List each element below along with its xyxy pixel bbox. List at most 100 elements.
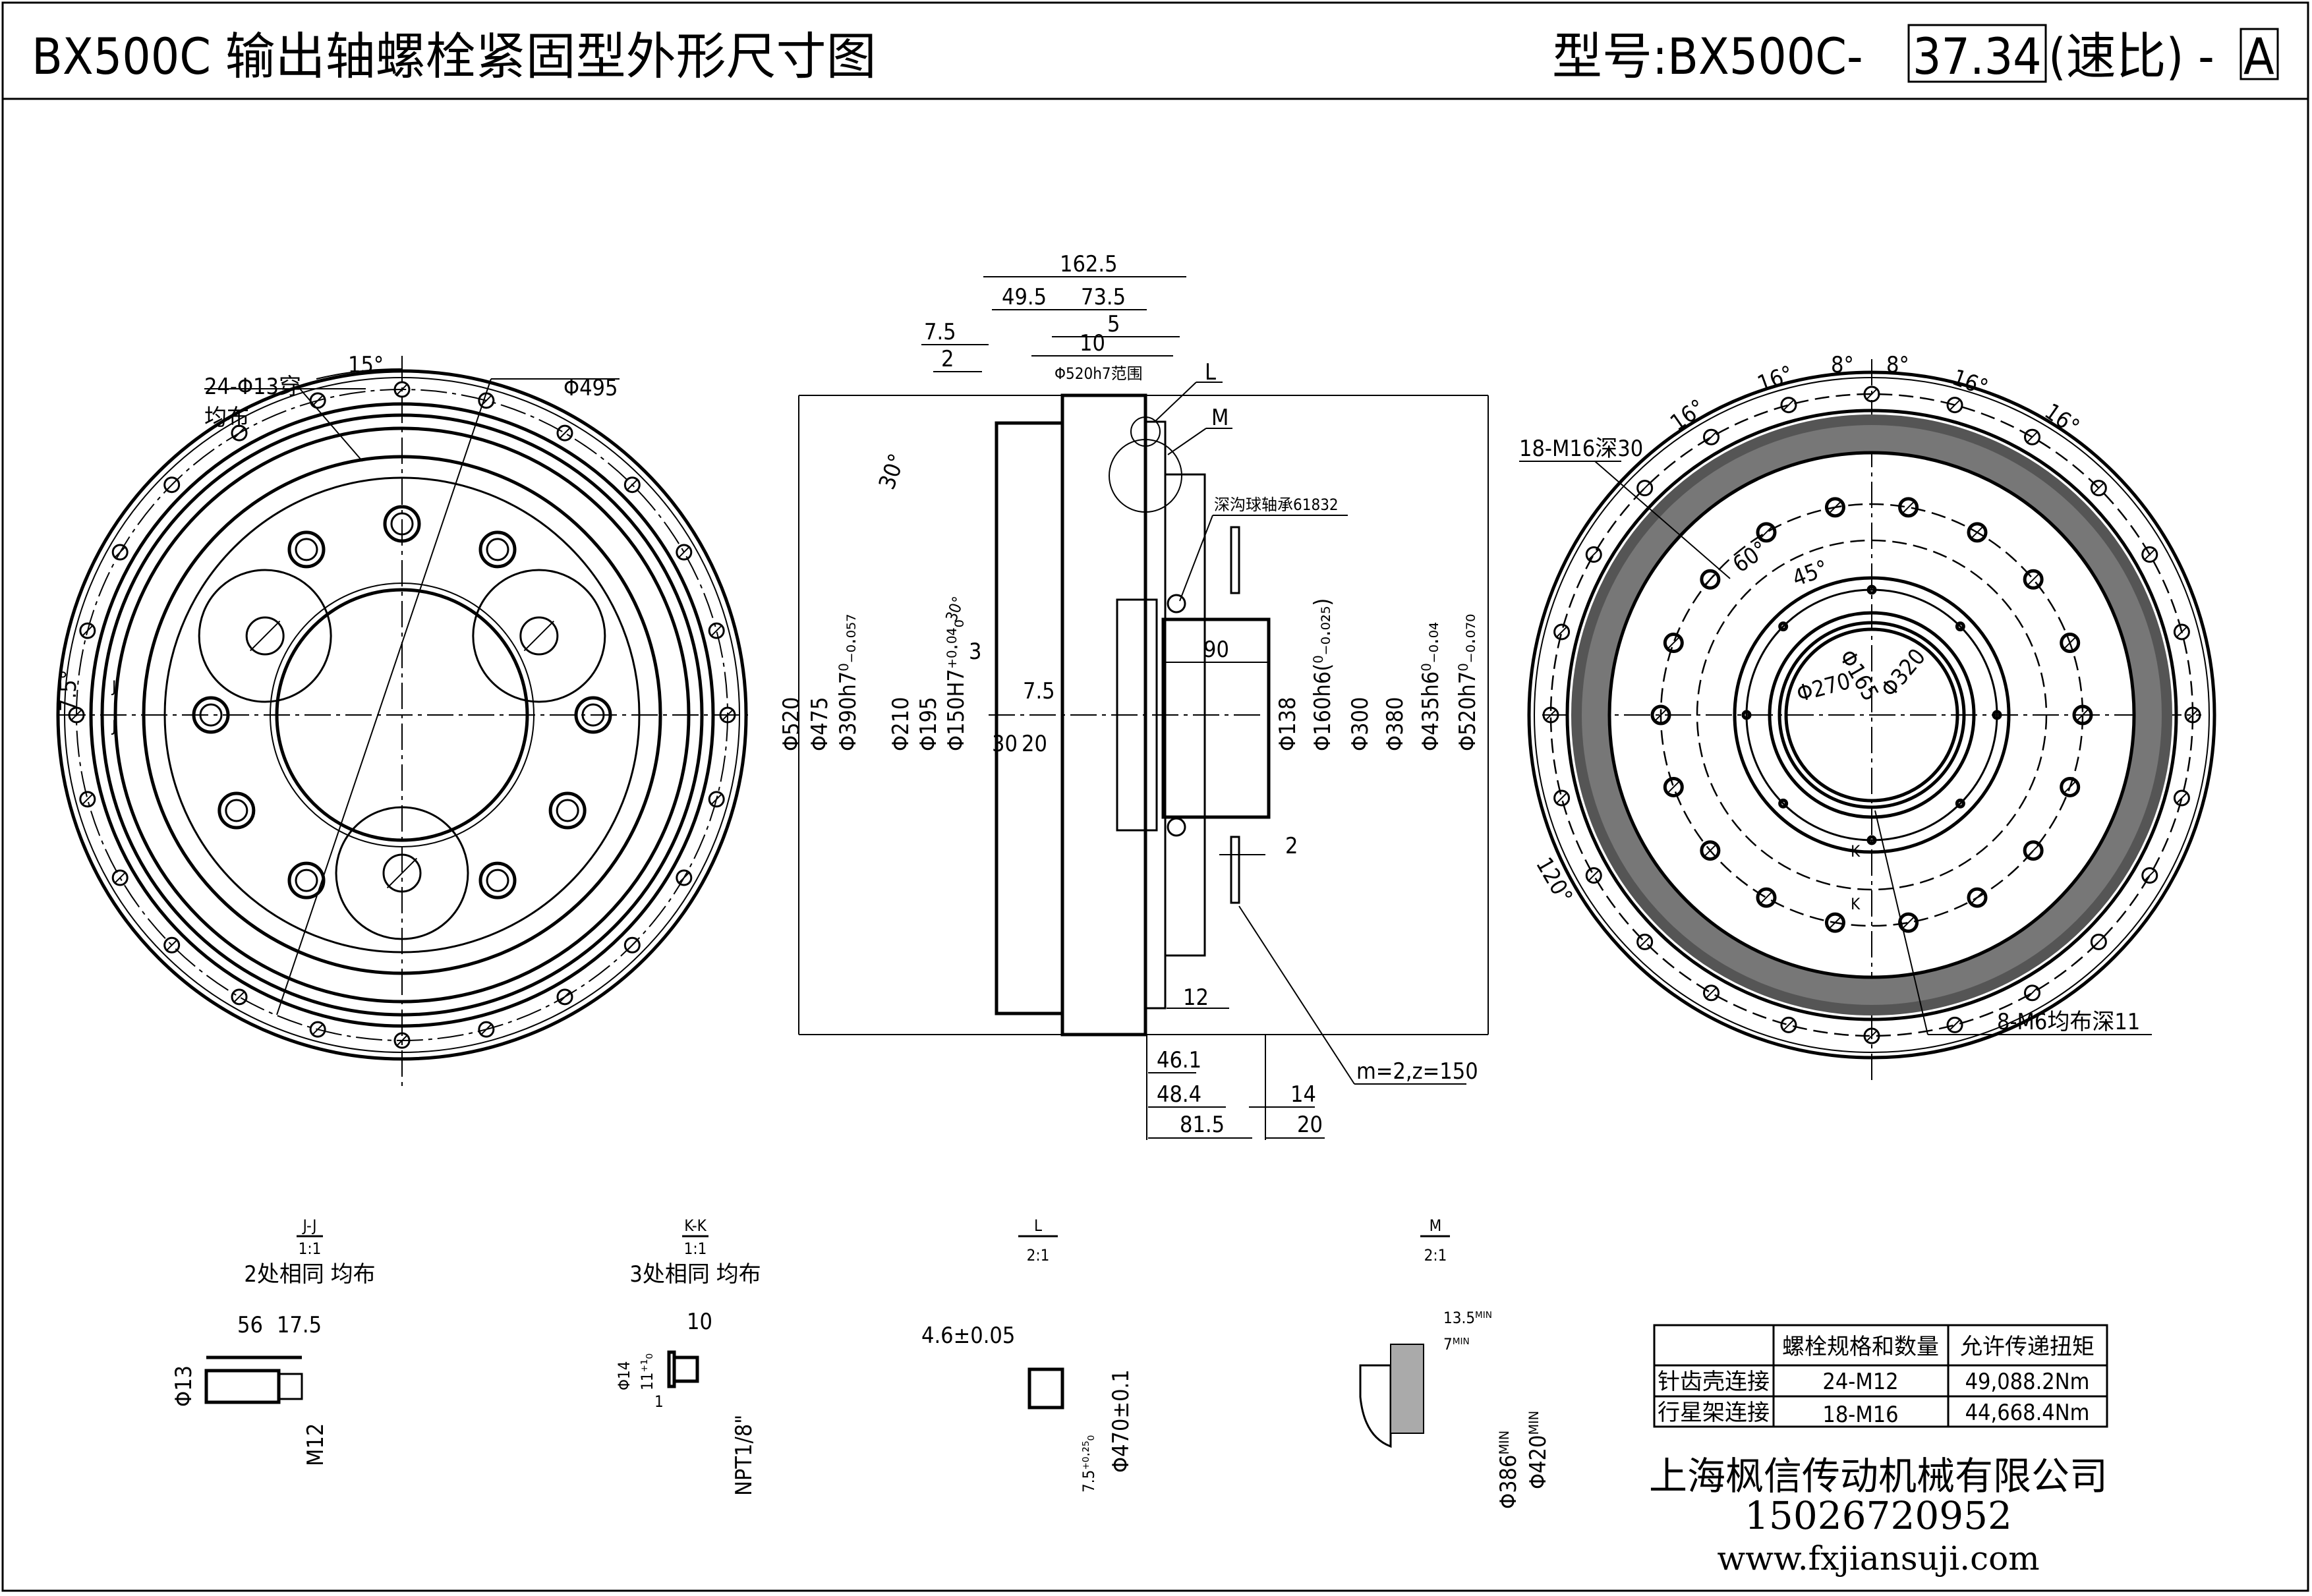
bolt-hole-icon bbox=[676, 544, 693, 561]
bolt-hole-icon bbox=[79, 791, 96, 808]
rim-hole-icon bbox=[1636, 933, 1654, 950]
dim-20: 20 bbox=[1022, 731, 1047, 757]
bolt-hole-icon-cross bbox=[710, 624, 723, 637]
rim-hole-icon-cross bbox=[1782, 1018, 1795, 1031]
m16-hole-icon bbox=[1663, 776, 1684, 797]
hatched-band-inner bbox=[1607, 451, 2136, 979]
bearing-ball-top bbox=[1167, 594, 1186, 613]
m-dia-420: Φ420ᴹᴵᴺ bbox=[1525, 1411, 1551, 1489]
rim-hole-icon-cross bbox=[1555, 625, 1569, 639]
kk-dim-10: 10 bbox=[687, 1309, 712, 1335]
section-j-bottom: J bbox=[111, 717, 116, 735]
detail-M-leader bbox=[1167, 428, 1207, 455]
l-dim-4-6: 4.6±0.05 bbox=[921, 1323, 1015, 1349]
bolt-hole-icon bbox=[68, 706, 85, 724]
bolt-hole-icon-cross bbox=[678, 546, 691, 559]
rim-hole-icon-cross bbox=[2143, 869, 2156, 882]
detail-L-circle bbox=[1130, 416, 1161, 447]
dim-49-5: 49.5 bbox=[1002, 284, 1047, 310]
ring-5 bbox=[163, 476, 641, 954]
dim-30: 30 bbox=[992, 731, 1018, 757]
variant-box bbox=[2240, 28, 2279, 80]
m16-hole-icon-cross bbox=[1758, 525, 1774, 540]
l-title: L bbox=[1034, 1216, 1042, 1235]
bolt-hole-icon-cross bbox=[625, 478, 639, 492]
m16-callout: 18-M16深30 bbox=[1519, 436, 1643, 462]
table-header-bolts: 螺栓规格和数量 bbox=[1782, 1334, 1939, 1360]
dim-48-4: 48.4 bbox=[1157, 1081, 1201, 1108]
bolt-hole-icon-cross bbox=[233, 426, 246, 440]
rim-hole-icon-cross bbox=[1587, 548, 1600, 561]
bolt-hole-icon-cross bbox=[480, 1023, 493, 1036]
m6-hole-icon bbox=[1778, 798, 1789, 809]
m16-hole-icon bbox=[1967, 887, 1988, 908]
rim-hole-icon bbox=[2141, 867, 2158, 884]
kk-dim-11: 11⁺¹₀ bbox=[638, 1354, 656, 1390]
m6-hole-icon bbox=[1741, 710, 1752, 720]
m6-hole-icon bbox=[1955, 798, 1965, 809]
bolt-hole-icon-cross bbox=[70, 708, 83, 722]
bolt-hole-icon-cross bbox=[113, 871, 127, 884]
rim-hole-icon-cross bbox=[2092, 482, 2105, 495]
m16-hole-icon bbox=[1898, 912, 1919, 933]
rim-hole-icon bbox=[2024, 984, 2040, 1002]
planet-pin-icon bbox=[382, 853, 422, 893]
planet-carrier bbox=[1116, 598, 1158, 832]
planet-pin-icon bbox=[245, 616, 285, 656]
bolt-hole-icon bbox=[393, 381, 411, 398]
bolt-hole-icon-cross bbox=[311, 1023, 324, 1036]
ring-4 bbox=[142, 455, 662, 975]
m16-hole-icon-cross bbox=[2075, 707, 2091, 723]
rim-hole-icon bbox=[2024, 428, 2040, 445]
rear-bore-1 bbox=[1768, 611, 1976, 819]
bolt-hole-icon-cross bbox=[395, 383, 409, 396]
planet-pin-icon bbox=[519, 616, 559, 656]
socket-bolt-icon bbox=[287, 530, 326, 569]
angle-8-a: 8° bbox=[1831, 352, 1854, 378]
hatched-band bbox=[1582, 425, 2162, 1005]
company-info: 上海枫信传动机械有限公司 15026720952 www.fxjiansuji.… bbox=[1649, 1454, 2108, 1578]
output-shaft bbox=[1161, 617, 1271, 819]
body-bearing-ring bbox=[1164, 473, 1206, 957]
m-title: M bbox=[1430, 1216, 1442, 1235]
dim-81-5: 81.5 bbox=[1180, 1112, 1225, 1138]
kk-dim-1: 1 bbox=[654, 1392, 664, 1411]
right-diameter-label: Φ160h6(⁰₋₀.₀₂₅) bbox=[1310, 598, 1336, 751]
rear-bore-2 bbox=[1777, 621, 1966, 809]
kk-title: K-K bbox=[684, 1216, 707, 1235]
table-row-1-label: 针齿壳连接 bbox=[1658, 1369, 1770, 1395]
m6-hole-icon bbox=[1866, 835, 1877, 845]
body-flange bbox=[995, 421, 1064, 1015]
m16-hole-icon-cross bbox=[1702, 572, 1718, 587]
rear-ring-270 bbox=[1733, 576, 2011, 854]
socket-bolt-icon bbox=[548, 791, 587, 830]
jj-title: J-J bbox=[302, 1216, 317, 1235]
m16-hole-icon bbox=[1824, 497, 1845, 518]
table-header-torque: 允许传递扭矩 bbox=[1960, 1334, 2095, 1360]
front-view: Φ495 24-Φ13穿 均布 15° 7.5° J J bbox=[55, 352, 748, 1087]
m-seal-hatch bbox=[1390, 1344, 1424, 1434]
socket-bolt-icon bbox=[478, 530, 517, 569]
l-dim-7-5: 7.5⁺⁰·²⁵₀ bbox=[1080, 1435, 1098, 1493]
kk-scale: 1:1 bbox=[684, 1240, 707, 1258]
planet-gear bbox=[335, 806, 469, 940]
section-k-top: K bbox=[1851, 842, 1861, 861]
dim-10: 10 bbox=[1080, 330, 1105, 356]
rim-hole-icon bbox=[1636, 480, 1654, 497]
bolt-hole-icon-cross bbox=[81, 624, 94, 637]
rear-outer-rim-inner bbox=[1534, 377, 2210, 1053]
socket-bolt-icon bbox=[478, 861, 517, 899]
rim-hole-icon-cross bbox=[1555, 791, 1569, 805]
bearing-leader bbox=[1179, 515, 1213, 602]
kk-body bbox=[672, 1355, 699, 1383]
angle-16-d: 16° bbox=[2040, 399, 2084, 441]
ratio-suffix: (速比) - bbox=[2048, 27, 2214, 86]
hole-callout-line2: 均布 bbox=[204, 405, 249, 431]
l-groove bbox=[1027, 1367, 1064, 1410]
m6-hole-icon bbox=[1992, 710, 2002, 720]
bolt-hole-icon-cross bbox=[81, 793, 94, 806]
m16-hole-icon bbox=[2023, 840, 2044, 861]
m-dim-7: 7ᴹᴵᴺ bbox=[1443, 1335, 1470, 1354]
rim-hole-icon-cross bbox=[1704, 986, 1718, 1000]
